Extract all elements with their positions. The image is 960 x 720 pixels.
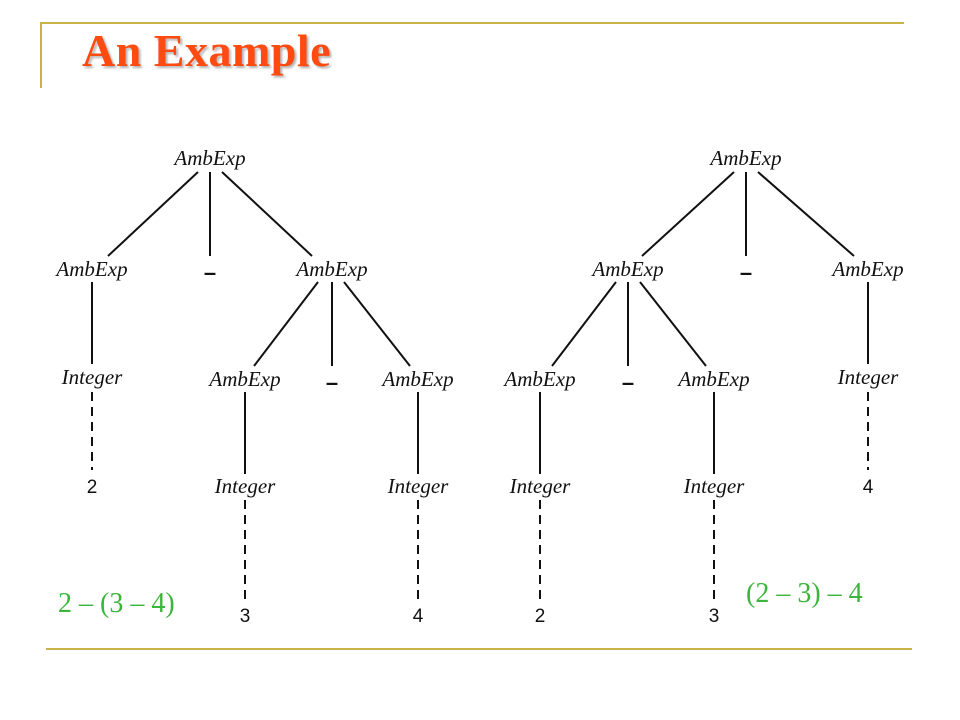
- leaf-value: 2: [535, 606, 546, 627]
- node-ambexp: AmbExp: [54, 257, 127, 281]
- edge: [551, 281, 617, 367]
- node-integer: Integer: [387, 474, 449, 498]
- node-ambexp: AmbExp: [294, 257, 367, 281]
- leaf-value: 4: [413, 606, 424, 627]
- node-minus: –: [204, 260, 216, 285]
- node-minus: –: [622, 370, 634, 395]
- edge: [343, 281, 411, 367]
- node-integer: Integer: [509, 474, 571, 498]
- top-rule: [40, 22, 904, 24]
- node-minus: –: [326, 370, 338, 395]
- node-ambexp: AmbExp: [207, 367, 280, 391]
- leaf-value: 3: [709, 606, 720, 627]
- edge: [107, 171, 199, 257]
- edge: [757, 171, 855, 257]
- edge: [253, 281, 319, 367]
- slide-title: An Example: [82, 25, 332, 76]
- leaf-value: 2: [87, 477, 98, 498]
- node-ambexp: AmbExp: [590, 257, 663, 281]
- leaf-value: 4: [863, 477, 874, 498]
- node-integer: Integer: [683, 474, 745, 498]
- left-parse-tree: AmbExp AmbExp – AmbExp Integer AmbExp – …: [54, 146, 453, 627]
- node-ambexp: AmbExp: [172, 146, 245, 170]
- left-rule: [40, 22, 42, 88]
- node-integer: Integer: [837, 365, 899, 389]
- node-ambexp: AmbExp: [830, 257, 903, 281]
- node-ambexp: AmbExp: [708, 146, 781, 170]
- edge: [639, 281, 707, 367]
- right-tree-caption: (2 – 3) – 4: [746, 578, 863, 609]
- right-parse-tree: AmbExp AmbExp – AmbExp AmbExp – AmbExp I…: [502, 146, 903, 627]
- bottom-rule: [46, 648, 912, 650]
- node-ambexp: AmbExp: [676, 367, 749, 391]
- edge: [641, 171, 735, 257]
- node-ambexp: AmbExp: [380, 367, 453, 391]
- node-ambexp: AmbExp: [502, 367, 575, 391]
- node-integer: Integer: [61, 365, 123, 389]
- edge: [221, 171, 313, 257]
- leaf-value: 3: [240, 606, 251, 627]
- left-tree-caption: 2 – (3 – 4): [58, 588, 175, 619]
- node-integer: Integer: [214, 474, 276, 498]
- node-minus: –: [740, 260, 752, 285]
